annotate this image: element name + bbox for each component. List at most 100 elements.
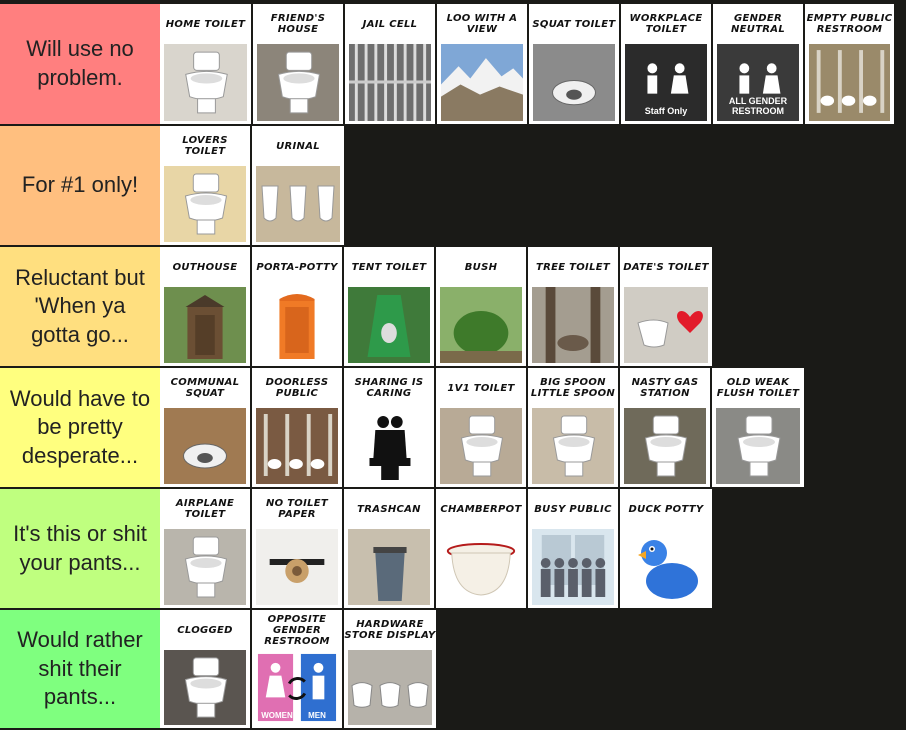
- pot-icon: [440, 529, 522, 605]
- item-caption: Old weak flush toilet: [716, 377, 800, 399]
- item-picture: [716, 408, 800, 484]
- sign-text: ALL GENDER RESTROOM: [728, 96, 788, 116]
- tier-item-bush[interactable]: Bush: [436, 247, 528, 366]
- tier-item-1v1-toilet[interactable]: 1v1 toilet: [436, 368, 528, 487]
- item-caption: 1v1 toilet: [447, 382, 515, 394]
- tier-item-nasty-gas-station[interactable]: Nasty gas station: [620, 368, 712, 487]
- tier-label[interactable]: Will use no problem.: [0, 4, 160, 124]
- item-picture: [809, 44, 890, 121]
- stalls-icon: [256, 408, 338, 484]
- tier-item-chamberpot[interactable]: Chamberpot: [436, 489, 528, 608]
- item-picture: [532, 529, 614, 605]
- tier-item-friend-s-house[interactable]: Friend's house: [253, 4, 345, 124]
- toilet-icon: [532, 408, 614, 484]
- item-picture: [532, 287, 614, 363]
- item-caption: Hardware store display: [344, 619, 436, 641]
- item-picture: [532, 408, 614, 484]
- tier-item-urinal[interactable]: Urinal: [252, 126, 344, 245]
- item-caption: Busy public: [534, 503, 612, 515]
- bush-icon: [440, 287, 522, 363]
- tier-item-old-weak-flush-toilet[interactable]: Old weak flush toilet: [712, 368, 804, 487]
- tier-label[interactable]: For #1 only!: [0, 126, 160, 245]
- tier-row: Would rather shit their pants...Clogged …: [0, 610, 906, 728]
- item-picture: [256, 166, 340, 242]
- item-picture: [164, 166, 246, 242]
- tier-item-loo-with-a-view[interactable]: Loo with a view: [437, 4, 529, 124]
- toilet-icon: [164, 166, 246, 242]
- item-caption: Bush: [464, 261, 498, 273]
- item-picture: [256, 529, 338, 605]
- item-picture: [348, 529, 430, 605]
- item-picture: [256, 408, 338, 484]
- tier-item-trashcan[interactable]: Trashcan: [344, 489, 436, 608]
- tier-item-jail-cell[interactable]: Jail cell: [345, 4, 437, 124]
- mountain-icon: [441, 44, 523, 121]
- tier-item-no-toilet-paper[interactable]: No toilet paper: [252, 489, 344, 608]
- heart-icon: [624, 287, 708, 363]
- tier-item-communal-squat[interactable]: Communal squat: [160, 368, 252, 487]
- tier-label[interactable]: Would have to be pretty desperate...: [0, 368, 160, 487]
- tier-item-big-spoon-little-spoon[interactable]: Big spoon little spoon: [528, 368, 620, 487]
- tent-icon: [348, 287, 430, 363]
- tier-item-outhouse[interactable]: Outhouse: [160, 247, 252, 366]
- item-caption: Squat toilet: [532, 18, 616, 30]
- tier-items: Clogged Opposite gender restroom WOMENME…: [160, 610, 436, 728]
- tier-item-squat-toilet[interactable]: Squat toilet: [529, 4, 621, 124]
- swap-icon: [256, 650, 338, 725]
- item-picture: [348, 287, 430, 363]
- tier-label[interactable]: It's this or shit your pants...: [0, 489, 160, 608]
- item-picture: [624, 408, 706, 484]
- item-caption: Outhouse: [172, 261, 238, 273]
- item-picture: [348, 650, 432, 725]
- item-picture: [164, 44, 247, 121]
- tier-item-hardware-store-display[interactable]: Hardware store display: [344, 610, 436, 728]
- item-caption: Duck potty: [628, 503, 704, 515]
- tier-item-clogged[interactable]: Clogged: [160, 610, 252, 728]
- toilet-icon: [164, 650, 246, 725]
- item-caption: Date's toilet: [623, 261, 709, 273]
- toilet-icon: [164, 44, 247, 121]
- tier-label[interactable]: Would rather shit their pants...: [0, 610, 160, 728]
- item-caption: Airplane toilet: [175, 498, 235, 520]
- trash-icon: [348, 529, 430, 605]
- sign-text: Staff Only: [644, 106, 688, 116]
- tier-item-duck-potty[interactable]: Duck potty: [620, 489, 712, 608]
- tier-row: It's this or shit your pants... Airplane …: [0, 489, 906, 608]
- item-caption: Friend's house: [270, 13, 326, 35]
- sign-icon: [625, 44, 707, 121]
- tier-item-busy-public[interactable]: Busy public: [528, 489, 620, 608]
- item-caption: Porta-potty: [256, 261, 338, 273]
- toilet-icon: [716, 408, 800, 484]
- item-picture: [624, 287, 708, 363]
- item-caption: Trashcan: [357, 503, 421, 515]
- item-picture: [257, 44, 339, 121]
- tier-row: For #1 only!Lovers toilet Urinal: [0, 126, 906, 245]
- item-caption: Gender neutral: [730, 13, 786, 35]
- tier-row: Will use no problem.Home toilet Friend's…: [0, 4, 906, 124]
- tier-item-airplane-toilet[interactable]: Airplane toilet: [160, 489, 252, 608]
- tier-item-empty-public-restroom[interactable]: Empty public restroom: [805, 4, 894, 124]
- tier-item-sharing-is-caring[interactable]: Sharing is caring: [344, 368, 436, 487]
- tier-item-porta-potty[interactable]: Porta-potty: [252, 247, 344, 366]
- toilet-icon: [164, 529, 246, 605]
- item-picture: [717, 44, 799, 121]
- tier-item-tent-toilet[interactable]: Tent toilet: [344, 247, 436, 366]
- tier-item-gender-neutral[interactable]: Gender neutral ALL GENDER RESTROOM: [713, 4, 805, 124]
- tier-item-lovers-toilet[interactable]: Lovers toilet: [160, 126, 252, 245]
- tier-label[interactable]: Reluctant but 'When ya gotta go...: [0, 247, 160, 366]
- item-picture: [256, 287, 338, 363]
- tier-item-workplace-toilet[interactable]: Workplace toilet Staff Only: [621, 4, 713, 124]
- tier-items: Outhouse Porta-potty Tent toilet Bush Tr…: [160, 247, 712, 366]
- tier-item-date-s-toilet[interactable]: Date's toilet: [620, 247, 712, 366]
- tier-item-home-toilet[interactable]: Home toilet: [160, 4, 253, 124]
- item-picture: [440, 408, 522, 484]
- men-label: MEN: [308, 711, 326, 720]
- urinal-icon: [256, 166, 340, 242]
- sharing-icon: [348, 408, 430, 484]
- tier-row: Reluctant but 'When ya gotta go...Outhou…: [0, 247, 906, 366]
- tier-item-doorless-public[interactable]: Doorless public: [252, 368, 344, 487]
- squat-icon: [533, 44, 615, 121]
- tier-item-tree-toilet[interactable]: Tree toilet: [528, 247, 620, 366]
- item-picture: [349, 44, 431, 121]
